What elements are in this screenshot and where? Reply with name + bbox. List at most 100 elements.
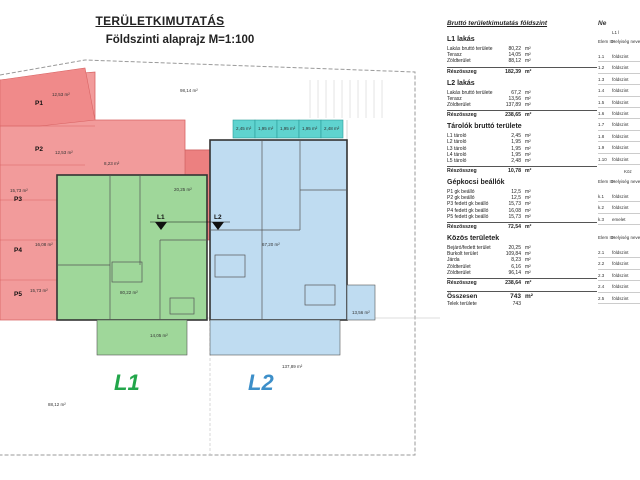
area-row-unit: m²: [525, 151, 531, 158]
area-label: 16,08 m²: [35, 242, 53, 247]
area-row-unit: m²: [525, 189, 531, 196]
room-id: 1.7: [598, 122, 605, 128]
area-table: Bruttó területkimutatás földszint L1 lak…: [447, 20, 597, 308]
room-id: 1.9: [598, 145, 605, 151]
floor-plan: P1 P2 P3 P4 P5 L1 L2 12,53 m² 98,14 m² 1…: [0, 59, 440, 456]
apartment-l1: [56, 174, 208, 321]
area-row-unit: m²: [525, 201, 531, 208]
area-row-value: 14,05: [508, 52, 521, 59]
col-header-id: Elem ID: [598, 178, 615, 184]
area-row-name: Terasz: [447, 95, 462, 102]
area-row-unit: m²: [525, 263, 531, 270]
area-row-value: 8,23: [511, 257, 521, 264]
subtotal-unit: m²: [525, 168, 532, 175]
area-row-unit: m²: [525, 257, 531, 264]
subtotal-name: Részösszeg: [447, 168, 477, 175]
room-id: 2.4: [598, 284, 605, 290]
col-header-name: Helyiség neve: [612, 235, 640, 241]
area-row-value: 1,95: [511, 151, 521, 158]
group-title: L2 lakás: [447, 79, 475, 87]
subtotal-value: 238,64: [505, 279, 521, 286]
room-id: 2.2: [598, 261, 605, 267]
area-row-value: 2,45: [511, 133, 521, 140]
area-label: 1,95 m²: [302, 126, 318, 131]
area-row-unit: m²: [525, 95, 531, 102]
section-label-l1: L1: [157, 214, 165, 221]
room-level: földszint: [612, 133, 629, 139]
room-id: 1.8: [598, 133, 605, 139]
subtotal-unit: m²: [525, 112, 532, 119]
area-label: 1,95 m²: [280, 126, 296, 131]
room-id: 2.5: [598, 295, 605, 301]
group-title: Gépkocsi beállók: [447, 179, 505, 187]
subtotal-value: 10,78: [508, 168, 521, 175]
area-row-name: P3 fedett gk beálló: [447, 201, 489, 208]
total-label: Összesen: [447, 292, 478, 300]
area-row-name: Zöldterület: [447, 101, 471, 108]
room-id: k.1: [598, 193, 605, 199]
room-row: 1.8 földszint: [598, 131, 640, 143]
area-row-value: 88,12: [508, 58, 521, 65]
page-title: TERÜLETKIMUTATÁS: [95, 14, 225, 28]
area-row-unit: m²: [525, 207, 531, 214]
area-label: 15,73 m²: [30, 288, 48, 293]
room-level: emelet: [612, 216, 626, 222]
table-title: Bruttó területkimutatás földszint: [447, 20, 548, 27]
room-id: 1.6: [598, 110, 605, 116]
area-row-value: 1,95: [511, 139, 521, 146]
subtotal-value: 72,54: [508, 224, 521, 230]
room-level: földszint: [612, 76, 629, 82]
subtotal-value: 182,39: [505, 68, 521, 75]
room-list-title: Ne: [598, 20, 607, 27]
col-header-name: Helyiség neve: [612, 39, 640, 44]
area-label: 1,95 m²: [258, 126, 274, 131]
room-id: 1.4: [598, 88, 605, 94]
subtotal-value: 238,65: [505, 112, 521, 119]
room-level: földszint: [612, 261, 629, 267]
area-label: 67,20 m²: [262, 242, 280, 247]
area-row-value: 12,5: [511, 195, 521, 202]
area-row-value: 15,73: [508, 201, 521, 208]
room-list-header: Elem ID Helyiség neve: [598, 235, 640, 247]
area-row-value: 137,89: [505, 101, 521, 108]
area-row-name: P1 gk beálló: [447, 189, 475, 196]
area-row-name: P4 fedett gk beálló: [447, 207, 489, 214]
room-level: földszint: [612, 284, 629, 290]
area-row-unit: m²: [525, 89, 531, 96]
area-row-name: L3 tároló: [447, 145, 467, 152]
room-id: 1.2: [598, 65, 605, 71]
room-row: 2.1 földszint: [598, 247, 640, 259]
area-row-name: Zöldterület: [447, 58, 471, 65]
area-label: 88,12 m²: [48, 402, 66, 407]
area-row-value: 12,5: [511, 189, 521, 196]
subtotal-unit: m²: [525, 224, 532, 230]
room-level: földszint: [612, 250, 629, 256]
area-row-unit: m²: [525, 139, 531, 146]
area-row-name: Zöldterület: [447, 263, 471, 270]
area-row-value: 6,16: [511, 263, 521, 270]
area-row-name: Terasz: [447, 52, 462, 59]
area-label: 137,89 m²: [282, 364, 303, 369]
storage-units: [232, 119, 344, 139]
room-id: 2.1: [598, 250, 605, 256]
